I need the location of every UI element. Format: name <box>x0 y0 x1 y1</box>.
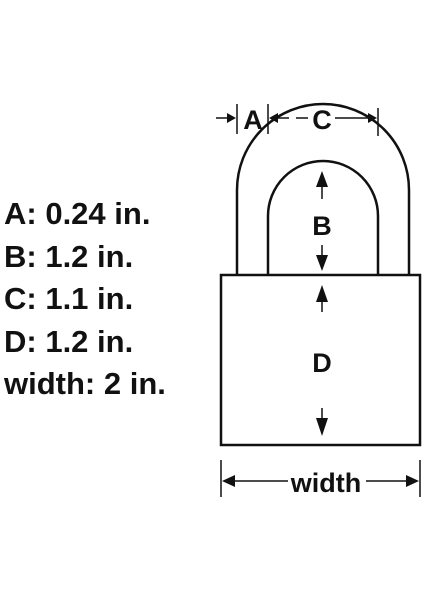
dimension-list: A: 0.24 in. B: 1.2 in. C: 1.1 in. D: 1.2… <box>4 193 166 406</box>
dimension-d-marker: D <box>312 285 332 436</box>
dimension-d: D: 1.2 in. <box>4 323 134 359</box>
dimension-b-marker: B <box>312 171 332 271</box>
label-d: D <box>312 348 332 378</box>
arrow-right-icon <box>227 113 236 123</box>
dimension-b: B: 1.2 in. <box>4 238 134 274</box>
dimension-width-marker: width <box>220 460 421 498</box>
dimension-c: C: 1.1 in. <box>4 281 134 316</box>
arrow-down-icon <box>316 255 328 271</box>
arrow-left-icon <box>222 475 235 487</box>
arrow-left-icon <box>269 113 278 123</box>
dimension-a-marker: A <box>216 104 289 135</box>
lock-body <box>219 273 422 447</box>
dimension-a: A: 0.24 in. <box>4 196 151 231</box>
arrow-up-icon <box>316 171 328 187</box>
label-width: width <box>290 468 361 498</box>
shackle <box>235 102 411 274</box>
dimension-c-marker: C <box>296 105 379 136</box>
label-b: B <box>312 211 332 241</box>
label-a: A <box>243 105 263 135</box>
shackle-inner <box>266 159 380 274</box>
arrow-up-icon <box>316 285 328 302</box>
dimension-width: width: 2 in. <box>4 366 166 401</box>
shackle-outer <box>235 102 411 274</box>
arrow-right-icon <box>368 113 377 123</box>
arrow-right-icon <box>406 475 419 487</box>
arrow-down-icon <box>316 418 328 436</box>
label-c: C <box>312 105 332 135</box>
